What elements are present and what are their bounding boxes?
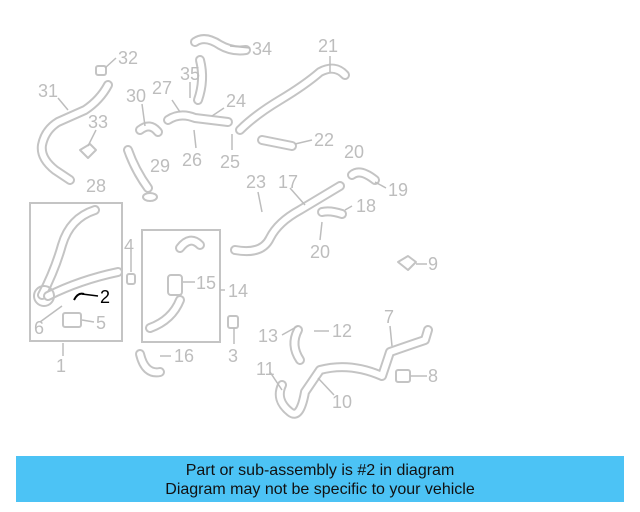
callout-27: 27 [152, 78, 172, 98]
callout-18: 18 [356, 196, 376, 216]
callout-7: 7 [384, 307, 394, 327]
callout-14: 14 [228, 281, 248, 301]
callout-6: 6 [34, 318, 44, 338]
callout-25: 25 [220, 152, 240, 172]
callout-33: 33 [88, 112, 108, 132]
callout-5: 5 [96, 313, 106, 333]
callout-9: 9 [428, 254, 438, 274]
callout-19: 19 [388, 180, 408, 200]
callout-labels: 32 34 21 31 35 27 30 24 33 22 26 25 20 2… [34, 36, 438, 412]
callout-8: 8 [428, 366, 438, 386]
callout-34: 34 [252, 39, 272, 59]
callout-12: 12 [332, 321, 352, 341]
callout-4: 4 [124, 236, 134, 256]
callout-3: 3 [228, 346, 238, 366]
banner-line-1: Part or sub-assembly is #2 in diagram [185, 462, 455, 479]
callout-11: 11 [256, 359, 275, 379]
callout-20-top: 20 [344, 142, 364, 162]
callout-1: 1 [56, 356, 66, 376]
info-banner: Part or sub-assembly is #2 in diagram Di… [16, 456, 624, 502]
group-box-1 [29, 202, 123, 342]
callout-28: 28 [86, 176, 106, 196]
hose-drawings [33, 34, 433, 419]
banner-line-2: Diagram may not be specific to your vehi… [165, 481, 475, 498]
group-box-14 [141, 229, 221, 343]
callout-22: 22 [314, 130, 334, 150]
callout-23: 23 [246, 172, 266, 192]
callout-20-bottom: 20 [310, 242, 330, 262]
callout-26: 26 [182, 150, 202, 170]
callout-31: 31 [38, 81, 58, 101]
callout-13: 13 [258, 326, 278, 346]
leader-lines [39, 45, 427, 396]
callout-24: 24 [226, 91, 246, 111]
callout-16: 16 [174, 346, 194, 366]
callout-29: 29 [150, 156, 170, 176]
callout-2: 2 [100, 287, 110, 307]
callout-21: 21 [318, 36, 338, 56]
callout-30: 30 [126, 86, 146, 106]
callout-35: 35 [180, 64, 200, 84]
callout-10: 10 [332, 392, 352, 412]
callout-32: 32 [118, 48, 138, 68]
callout-15: 15 [196, 273, 216, 293]
callout-17: 17 [278, 172, 298, 192]
